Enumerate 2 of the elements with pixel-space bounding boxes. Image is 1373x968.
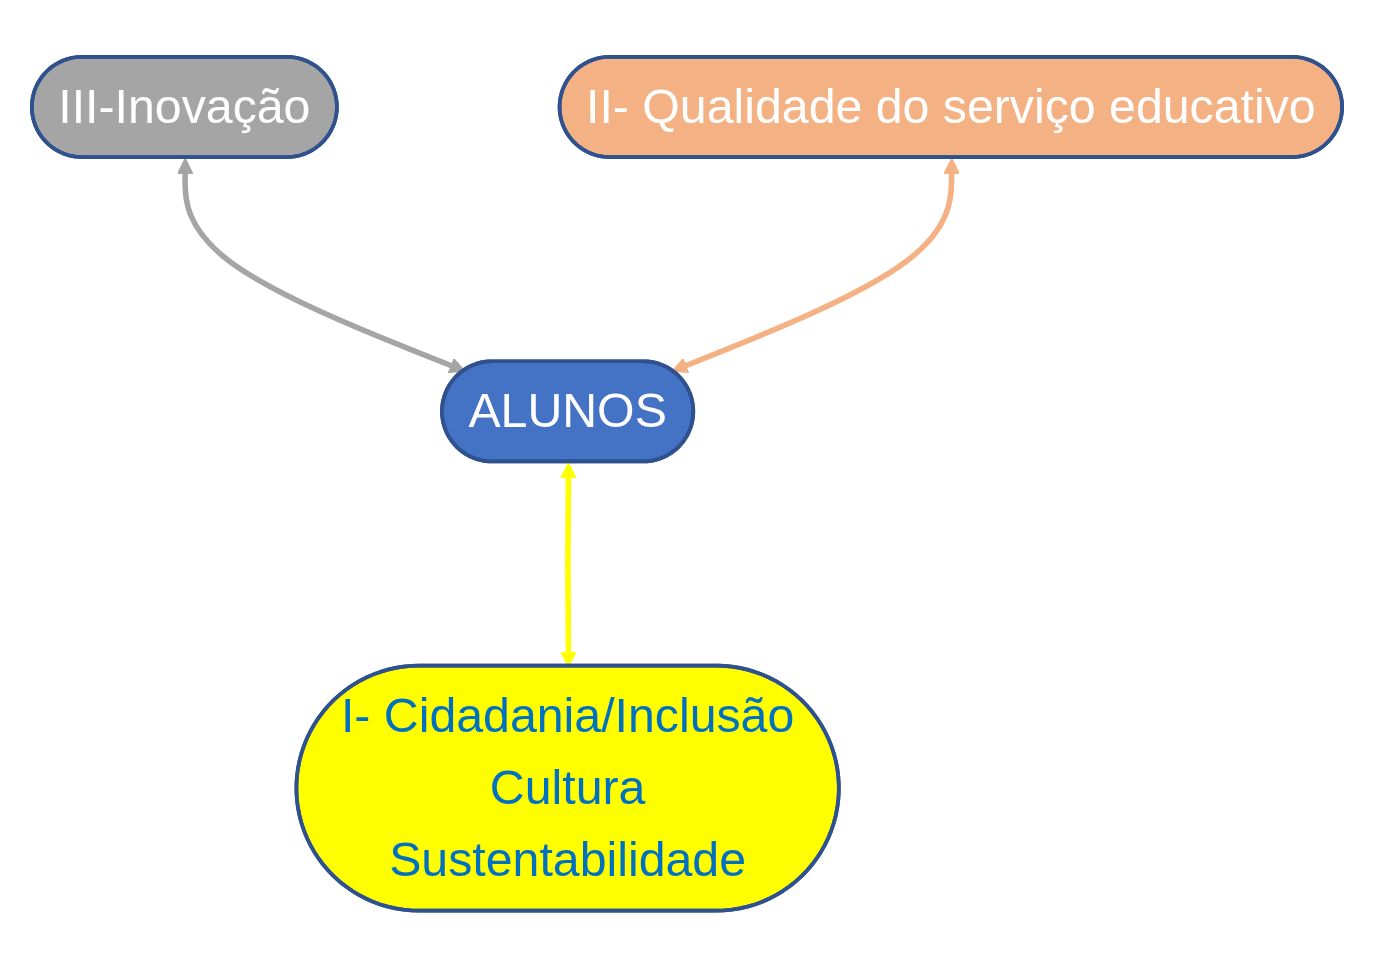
- arrow: [176, 158, 465, 374]
- arrow: [671, 158, 960, 374]
